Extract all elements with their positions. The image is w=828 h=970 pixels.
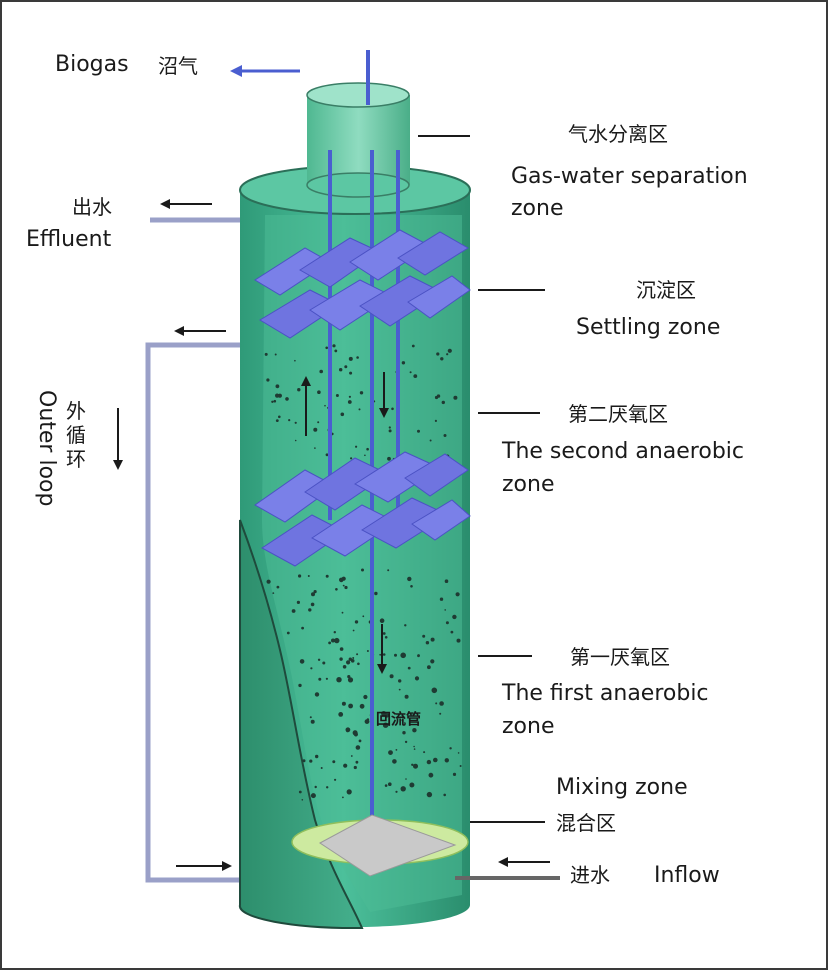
label-mixing-en: Mixing zone [556, 775, 688, 800]
upper-three-phase-separator [254, 229, 471, 339]
label-inflow-cn: 进水 [570, 863, 610, 887]
labels: Biogas 沼气 出水 Effluent 外循环 Outer loop 气水分… [26, 52, 748, 888]
label-first-en-1: The first anaerobic [501, 681, 709, 706]
label-outer-loop-en: Outer loop [34, 390, 59, 506]
label-settling-en: Settling zone [576, 315, 720, 340]
gas-water-separator-tower [306, 82, 410, 198]
label-gas-water-en-1: Gas-water separation [511, 164, 748, 189]
label-mixing-cn: 混合区 [556, 811, 616, 835]
label-second-cn: 第二厌氧区 [568, 402, 668, 426]
label-second-en-1: The second anaerobic [501, 439, 744, 464]
label-effluent-en: Effluent [26, 227, 112, 252]
flow-arrows [113, 65, 550, 871]
label-first-en-2: zone [502, 714, 555, 739]
label-return-pipe-cn: 回流管 [376, 710, 421, 728]
label-settling-cn: 沉淀区 [636, 278, 696, 302]
label-effluent-cn: 出水 [72, 195, 112, 219]
label-biogas-cn: 沼气 [158, 54, 198, 78]
label-inflow-en: Inflow [654, 863, 720, 888]
label-second-en-2: zone [502, 472, 555, 497]
label-first-cn: 第一厌氧区 [570, 645, 670, 669]
reactor-tank [238, 165, 471, 930]
leader-lines [418, 135, 545, 823]
label-outer-loop-cn: 外循环 [66, 399, 86, 471]
label-gas-water-cn: 气水分离区 [568, 122, 668, 146]
outer-loop-pipe [145, 217, 246, 883]
label-gas-water-en-2: zone [511, 196, 564, 221]
label-biogas-en: Biogas [55, 52, 129, 77]
lower-three-phase-separator [254, 451, 471, 567]
mixing-zone [291, 814, 469, 877]
